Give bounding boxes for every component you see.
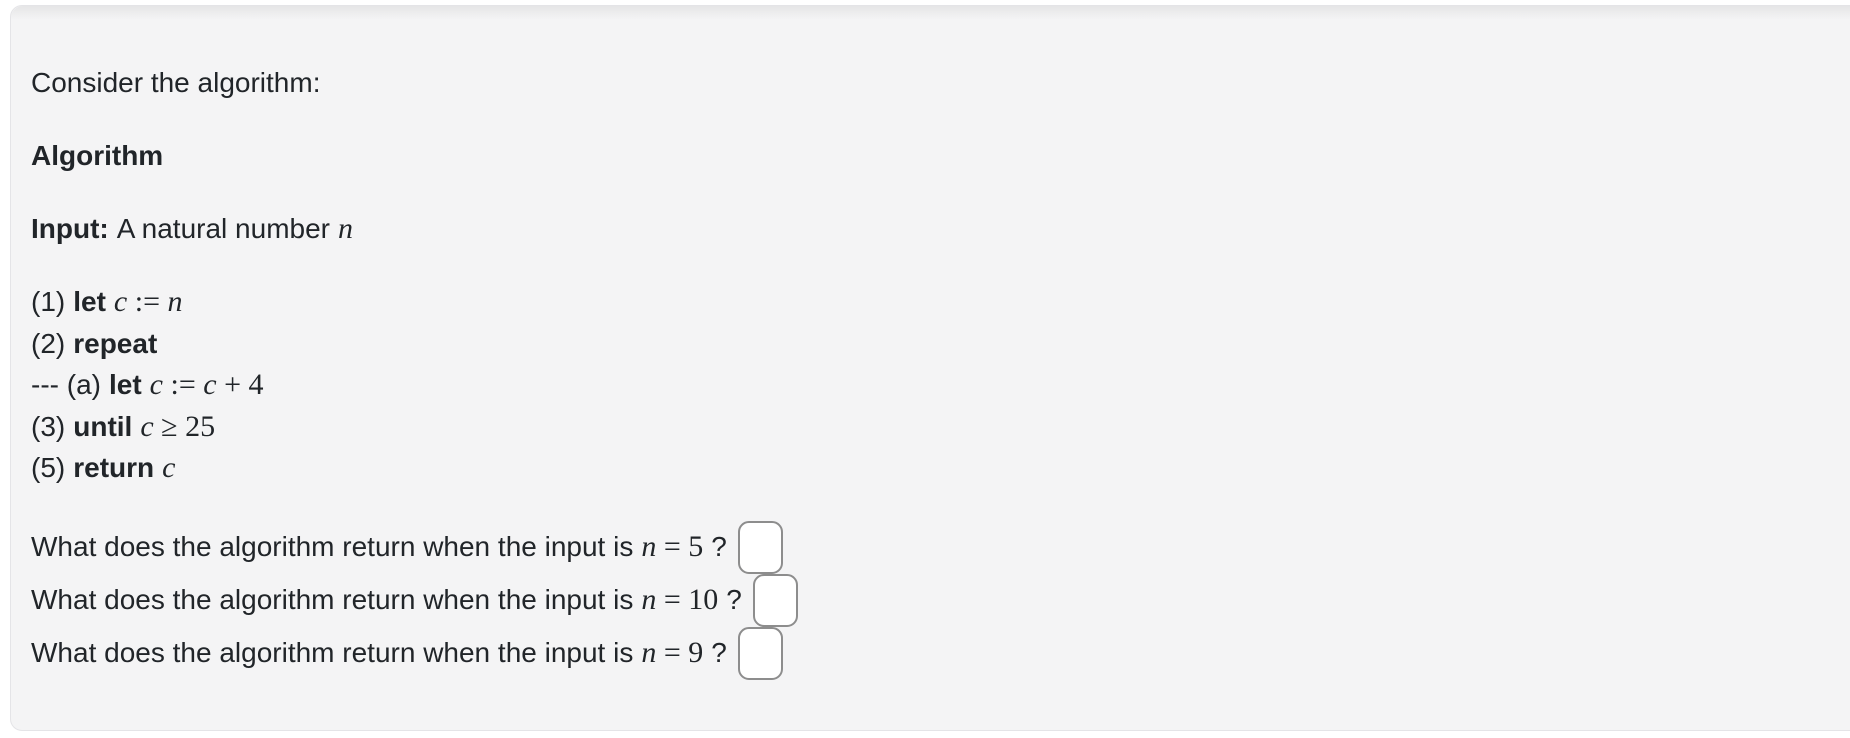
questions-block: What does the algorithm return when the …: [31, 520, 1835, 680]
math-var-n: n: [641, 636, 657, 669]
math-var-n: n: [338, 212, 353, 245]
math-var-n: n: [167, 285, 183, 318]
math-var-c: c: [162, 451, 176, 484]
step-prefix: (3): [31, 410, 66, 442]
step-prefix: (2): [31, 327, 66, 359]
step-prefix: (1): [31, 286, 66, 317]
algorithm-input-line: Input:A natural number n: [31, 208, 1835, 250]
question-row-n9: What does the algorithm return when the …: [31, 626, 1835, 680]
math-var-c: c: [149, 368, 163, 401]
algorithm-step-2: (2)repeat: [31, 323, 1835, 365]
math-op-assign: :=: [127, 285, 168, 318]
math-var-c: c: [113, 285, 128, 318]
step-keyword: let: [108, 369, 142, 400]
algorithm-heading: Algorithm: [31, 140, 164, 171]
answer-input-n10[interactable]: [752, 573, 798, 627]
input-label: Input:: [31, 213, 109, 244]
math-eq-10: = 10: [656, 583, 719, 616]
question-text: What does the algorithm return when the …: [31, 637, 634, 668]
math-var-n: n: [641, 530, 657, 563]
math-var-n: n: [641, 583, 657, 616]
math-geq-25: ≥ 25: [153, 409, 216, 443]
question-text: What does the algorithm return when the …: [31, 531, 634, 562]
math-var-c: c: [203, 368, 217, 401]
question-row-n5: What does the algorithm return when the …: [31, 520, 1835, 574]
question-mark: ?: [711, 531, 727, 562]
intro-text: Consider the algorithm:: [31, 67, 321, 98]
step-keyword: repeat: [73, 327, 158, 359]
math-plus-four: + 4: [216, 368, 264, 401]
question-content: Consider the algorithm: Algorithm Input:…: [11, 6, 1850, 680]
math-eq-9: = 9: [656, 636, 704, 669]
step-prefix: (5): [31, 452, 66, 483]
answer-input-n9[interactable]: [737, 626, 783, 680]
question-mark: ?: [711, 637, 727, 668]
step-prefix: --- (a): [31, 369, 101, 400]
question-mark: ?: [726, 584, 742, 615]
step-keyword: until: [73, 410, 133, 442]
math-eq-5: = 5: [656, 530, 704, 563]
question-card: Consider the algorithm: Algorithm Input:…: [10, 5, 1850, 731]
step-keyword: let: [73, 286, 106, 317]
step-keyword: return: [73, 452, 155, 483]
input-description: A natural number: [116, 213, 330, 244]
question-row-n10: What does the algorithm return when the …: [31, 573, 1835, 627]
math-var-c: c: [140, 409, 154, 443]
question-text: What does the algorithm return when the …: [31, 584, 634, 615]
answer-input-n5[interactable]: [737, 520, 783, 574]
math-op-assign: :=: [163, 368, 204, 401]
